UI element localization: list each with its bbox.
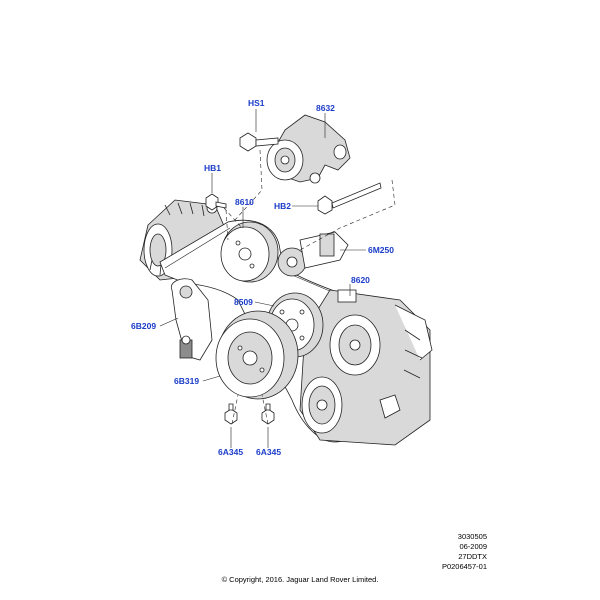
bolt-6a345-right — [261, 403, 275, 425]
crankshaft-pulley-6b319 — [215, 310, 299, 400]
callout-hs1: HS1 — [248, 98, 265, 108]
ref-code-1: 3030505 — [457, 532, 487, 541]
assembly-dash-lines — [223, 149, 396, 425]
callout-8620: 8620 — [351, 275, 370, 285]
bolt-hb1 — [205, 193, 227, 211]
callout-8610: 8610 — [235, 197, 254, 207]
bolt-6a345-left — [224, 403, 238, 425]
callout-8632: 8632 — [316, 103, 335, 113]
bolt-hb2 — [317, 182, 382, 215]
callout-hb1: HB1 — [204, 163, 221, 173]
callout-6a345-left: 6A345 — [218, 447, 243, 457]
callout-6b209: 6B209 — [131, 321, 156, 331]
copyright-notice: © Copyright, 2016. Jaguar Land Rover Lim… — [221, 575, 379, 584]
bolt-hs1 — [239, 132, 279, 152]
tensioner-6m250 — [277, 231, 349, 277]
ref-code-2: 27DDTX — [458, 552, 487, 561]
callout-6b319: 6B319 — [174, 376, 199, 386]
leader-lines — [159, 109, 366, 448]
ac-compressor — [299, 289, 433, 446]
bracket-8632 — [266, 114, 351, 184]
ref-code-3: P0206457-01 — [441, 562, 487, 571]
callout-6m250: 6M250 — [368, 245, 394, 255]
callout-8509: 8509 — [234, 297, 253, 307]
callout-hb2: HB2 — [274, 201, 291, 211]
pulley-8610 — [220, 221, 279, 283]
ref-date: 06-2009 — [459, 542, 487, 551]
callout-6a345-right: 6A345 — [256, 447, 281, 457]
callout-labels: HS1 8632 HB1 8610 HB2 6M250 8620 8509 6B… — [131, 98, 394, 457]
tensioner-6b209 — [170, 278, 213, 361]
